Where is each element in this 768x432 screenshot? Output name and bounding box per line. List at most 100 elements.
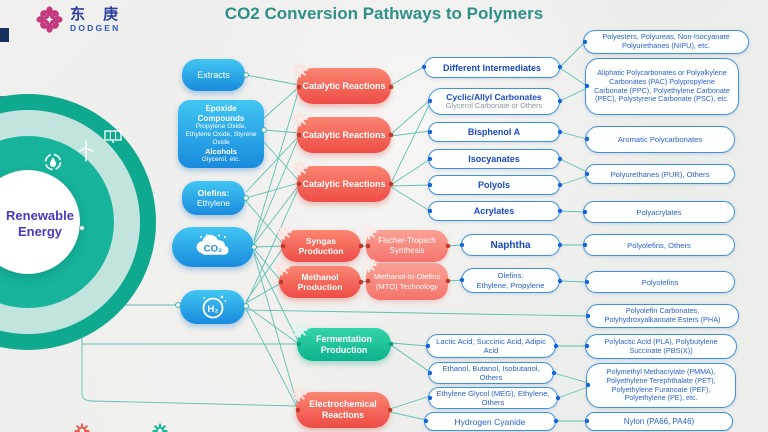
node-label: Extracts <box>197 70 230 80</box>
solar-panel-icon <box>104 130 122 143</box>
node-label: Syngas Production <box>298 235 344 256</box>
node-label: Fermentation Production <box>316 333 372 355</box>
pill-polyols: Polyols <box>428 175 560 195</box>
gear-icon <box>292 160 308 176</box>
pill-ethanol-butanol: Ethanol, Butanol, Isobutanol, Others <box>428 362 554 384</box>
pill-polyolefin-carbonates-pha: Polyolefin Carbonates, Polyhydroxyalkano… <box>586 304 739 328</box>
co2-cloud-icon: CO₂ <box>196 234 229 255</box>
logo-english-text: DODGEN <box>70 22 121 33</box>
node-label: Electrochemical Reactions <box>309 399 377 420</box>
node-label: Methanol Production <box>297 271 343 292</box>
svg-text:CO₂: CO₂ <box>204 244 222 255</box>
pill-bisphenol-a: Bisphenol A <box>428 122 560 142</box>
node-fischer-tropsch: Fischer-Tropsch Synthesis <box>361 224 448 262</box>
wind-turbine-icon <box>78 140 94 162</box>
dodgen-flower-icon <box>36 6 63 33</box>
pill-label: Polyols <box>477 180 510 190</box>
pill-polyolefins: Polyolefins <box>585 271 735 293</box>
node-olefins-ethylene: Olefins: Ethylene <box>182 181 245 215</box>
pill-nylon: Nylon (PA66, PA46) <box>585 412 733 431</box>
pill-label: Olefins: <box>497 271 524 281</box>
water-drop-icon <box>44 153 62 171</box>
gear-icon <box>292 62 308 78</box>
pill-label: Polymethyl Methacrylate (PMMA), Polyethy… <box>606 367 716 403</box>
ring-center <box>0 170 80 274</box>
pill-label: Naphtha <box>490 239 531 251</box>
node-epoxide-compounds: Epoxide Compounds Propylene Oxide, Ethyl… <box>178 100 264 168</box>
pill-polyesters-polyureas-nipu: Polyesters, Polyureas, Non-Isocyanate Po… <box>583 30 749 54</box>
pill-isocyanates: Isocyanates <box>428 149 560 169</box>
node-label: Catalytic Reactions <box>302 178 386 189</box>
pill-label: Polyolefins, Others <box>627 240 691 250</box>
pill-label: Polylactic Acid (PLA), Polybutylene Succ… <box>604 336 718 355</box>
pill-cyclic-allyl-carbonates: Cyclic/Allyl Carbonates Glycerol Carbona… <box>428 88 560 115</box>
logo-chinese-text: 东 庚 <box>70 5 126 23</box>
pill-sub: Glycerol Carbonate or Others <box>445 101 543 111</box>
pill-pla-pbs: Polylactic Acid (PLA), Polybutylene Succ… <box>585 334 737 359</box>
pill-label: Hydrogen Cyanide <box>454 416 526 427</box>
pill-label: Ethanol, Butanol, Isobutanol, Others <box>442 363 540 382</box>
node-title2: Alcohols <box>204 146 238 156</box>
gear-icon <box>361 257 377 273</box>
pill-label: Aliphatic Polycarbonates or Polyalkylene… <box>594 68 730 104</box>
pill-label: Nylon (PA66, PA46) <box>623 417 695 426</box>
node-catalytic-reactions-2: Catalytic Reactions <box>292 111 391 153</box>
node-electrochemical-reactions: Electrochemical Reactions <box>291 386 390 428</box>
node-title: Epoxide Compounds <box>197 104 245 123</box>
node-sub: Ethylene <box>196 198 231 208</box>
renewable-energy-label: Renewable Energy <box>6 208 74 240</box>
gear-icon <box>74 423 90 432</box>
node-catalytic-reactions-1: Catalytic Reactions <box>292 62 391 104</box>
pill-label: Cyclic/Allyl Carbonates <box>446 91 542 102</box>
pill-label: Bisphenol A <box>467 127 521 137</box>
pill-aliphatic-polycarbonates: Aliphatic Polycarbonates or Polyalkylene… <box>585 58 739 115</box>
pill-label: Polyurethanes (PUR), Others <box>610 169 710 179</box>
node-co2: CO₂ <box>172 227 254 267</box>
node-label: Fischer-Tropsch Synthesis <box>378 236 436 255</box>
logo: 东 庚 DODGEN <box>36 6 125 33</box>
node-label: Methanol-to-Olefins (MTO) Technology <box>373 272 441 291</box>
gear-icon <box>274 260 290 276</box>
pill-label: Aromatic Polycarbonates <box>617 134 703 144</box>
gear-icon <box>291 386 307 402</box>
pill-olefins-ethylene-propylene: Olefins: Ethylene, Propylene <box>461 268 560 293</box>
pill-label: Polyolefins <box>641 277 679 287</box>
h2-bubble-icon: H₂ <box>202 295 226 319</box>
page-title: CO2 Conversion Pathways to Polymers <box>224 4 544 23</box>
svg-text:H₂: H₂ <box>207 304 218 315</box>
gear-icon <box>152 423 168 432</box>
node-h2: H₂ <box>180 290 245 324</box>
node-methanol-production: Methanol Production <box>274 260 361 298</box>
pill-naphtha: Naphtha <box>461 234 560 256</box>
node-syngas-production: Syngas Production <box>276 224 361 262</box>
pill-label: Isocyanates <box>468 154 520 164</box>
gear-icon <box>361 224 377 240</box>
pill-polyolefins-others: Polyolefins, Others <box>583 234 735 256</box>
pill-label: Polyolefin Carbonates, Polyhydroxyalkano… <box>604 306 721 324</box>
node-extracts: Extracts <box>182 59 245 91</box>
gear-icon <box>292 322 308 338</box>
pill-label: Different Intermediates <box>442 62 542 73</box>
pill-label: Acrylates <box>473 206 515 216</box>
pill-lactic-succinic-adipic: Lactic Acid, Succinic Acid, Adipic Acid <box>426 334 556 358</box>
pill-pmma-pet-pef-pe: Polymethyl Methacrylate (PMMA), Polyethy… <box>586 363 736 408</box>
pill-label: Lactic Acid, Succinic Acid, Adipic Acid <box>436 336 546 355</box>
node-sublist2: Glycerol, etc. <box>201 156 241 164</box>
gear-icon <box>292 111 308 127</box>
node-title: Olefins: <box>197 188 230 198</box>
pill-acrylates: Acrylates <box>428 201 560 221</box>
pill-hydrogen-cyanide: Hydrogen Cyanide <box>424 412 556 431</box>
pill-label: Polyesters, Polyureas, Non-Isocyanate Po… <box>602 32 730 50</box>
node-mto-technology: Methanol-to-Olefins (MTO) Technology <box>361 257 448 300</box>
node-fermentation-production: Fermentation Production <box>292 322 391 361</box>
pill-polyacrylates: Polyacrylates <box>583 201 735 223</box>
background-artifact <box>0 28 9 42</box>
pill-ethylene-glycol-meg: Ethylene Glycol (MEG), Ethylene, Others <box>428 387 558 409</box>
pill-label: Ethylene Glycol (MEG), Ethylene, Others <box>436 388 550 407</box>
pill-sub: Ethylene, Propylene <box>476 280 545 290</box>
pill-label: Polyacrylates <box>636 207 682 217</box>
node-sublist: Propylene Oxide, Ethylene Oxide, Styrene… <box>185 123 257 147</box>
node-label: Catalytic Reactions <box>302 129 386 140</box>
gear-icon <box>276 224 292 240</box>
